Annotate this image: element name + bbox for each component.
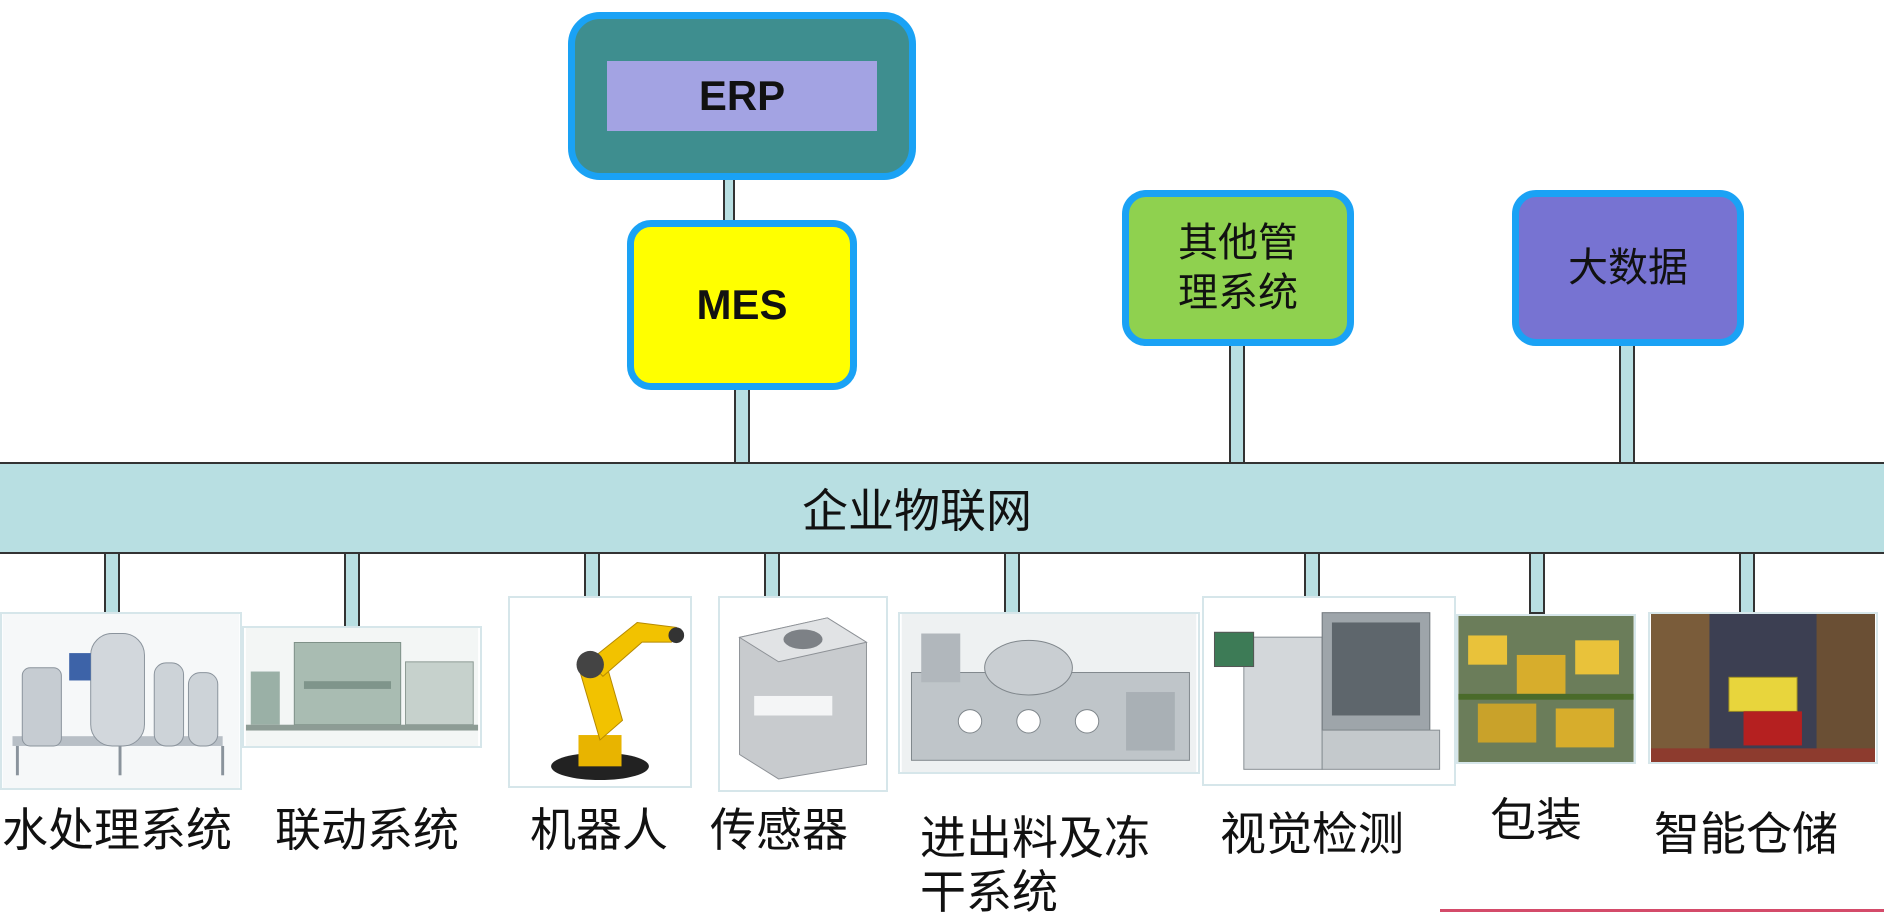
other-mgmt-label-line2: 理系统 <box>1178 270 1298 316</box>
label-vision-inspection: 视觉检测 <box>1220 807 1404 861</box>
label-linkage-system: 联动系统 <box>275 803 459 857</box>
big-data-label: 大数据 <box>1568 245 1688 291</box>
big-data-node: 大数据 <box>1512 190 1744 346</box>
packing-image <box>1456 614 1636 764</box>
label-packing: 包装 <box>1490 793 1582 847</box>
big-data-bus-connector <box>1619 342 1635 464</box>
erp-node: ERP <box>568 12 916 180</box>
label-smart-warehouse: 智能仓储 <box>1654 807 1838 861</box>
packing-connector <box>1529 552 1545 614</box>
label-freeze-dry-line1: 进出料及冻 <box>920 811 1150 865</box>
label-robot: 机器人 <box>530 803 668 857</box>
warehouse-connector <box>1739 552 1755 614</box>
erp-label: ERP <box>698 72 786 119</box>
water-connector <box>104 552 120 614</box>
mes-label: MES <box>696 281 788 328</box>
label-water-treatment: 水处理系统 <box>2 803 232 857</box>
water-treatment-image <box>0 612 242 790</box>
smart-warehouse-image <box>1648 612 1878 764</box>
vision-inspection-image <box>1202 596 1456 786</box>
sensor-image <box>718 596 888 792</box>
robot-image <box>508 596 692 788</box>
other-mgmt-bus-connector <box>1229 344 1245 464</box>
linkage-system-image <box>242 626 482 748</box>
corner-accent-line <box>1440 909 1884 912</box>
mes-node: MES <box>627 220 857 390</box>
enterprise-iot-bus: 企业物联网 <box>0 462 1884 554</box>
bus-label: 企业物联网 <box>802 484 1032 538</box>
linkage-connector <box>344 552 360 628</box>
robot-connector <box>584 552 600 598</box>
erp-label-panel: ERP <box>607 61 877 131</box>
other-mgmt-label-line1: 其他管 <box>1178 220 1298 266</box>
sensor-connector <box>764 552 780 598</box>
freeze-dryer-image <box>898 612 1200 774</box>
other-mgmt-node: 其他管 理系统 <box>1122 190 1354 346</box>
label-freeze-dry-line2: 干系统 <box>920 865 1058 919</box>
vision-connector <box>1304 552 1320 598</box>
mes-bus-connector <box>734 388 750 464</box>
freeze-connector <box>1004 552 1020 614</box>
label-sensor: 传感器 <box>710 803 848 857</box>
erp-mes-connector <box>723 178 735 224</box>
